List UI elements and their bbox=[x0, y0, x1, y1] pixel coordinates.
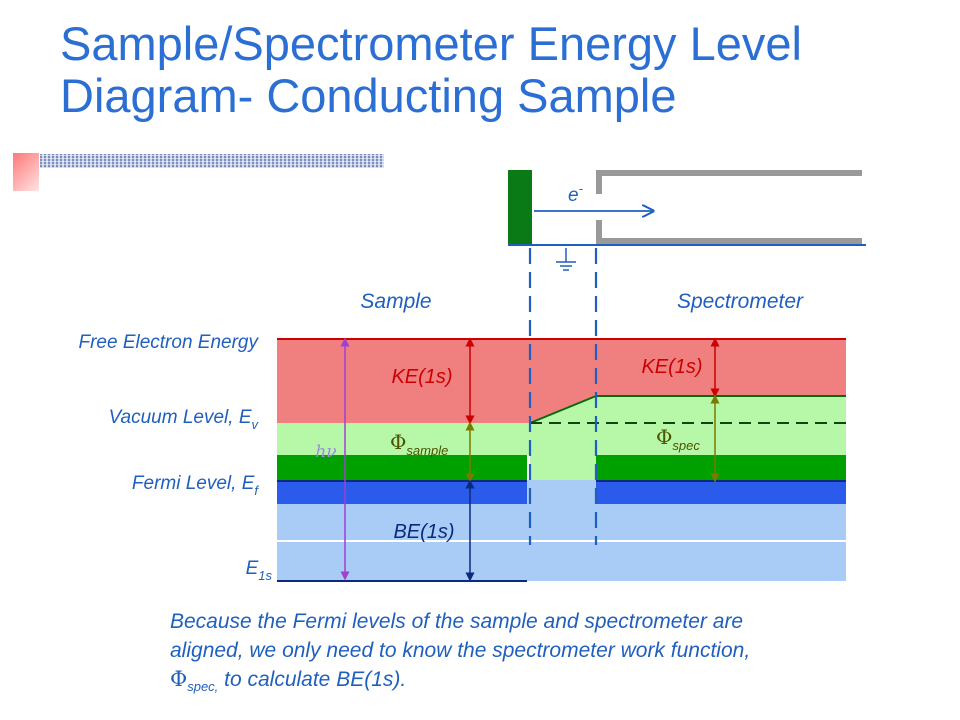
spectrometer-top-wall bbox=[596, 170, 862, 176]
be-label: BE(1s) bbox=[393, 521, 454, 543]
fermi-level-label: Fermi Level, Ef bbox=[132, 473, 259, 498]
spec-work-function-band bbox=[596, 396, 846, 455]
sample-phi-label: Φsample bbox=[390, 430, 448, 458]
vacuum-level-slope bbox=[529, 395, 597, 424]
title-hatched-rule bbox=[40, 154, 384, 168]
caption-phi-subscript: spec, bbox=[187, 679, 219, 694]
explanation-caption: Because the Fermi levels of the sample a… bbox=[170, 607, 900, 701]
sample-plate bbox=[508, 170, 532, 244]
caption-line-3: to calculate BE(1s). bbox=[218, 668, 407, 691]
sample-valence-band bbox=[277, 455, 527, 480]
sample-bands bbox=[277, 338, 530, 582]
spectrometer-slit-upper bbox=[596, 170, 602, 194]
caption-phi-symbol: Φ bbox=[170, 667, 188, 691]
apparatus: e- bbox=[508, 170, 866, 271]
sample-work-function-band bbox=[277, 423, 530, 455]
spectrometer-header: Spectrometer bbox=[677, 290, 804, 313]
sample-header: Sample bbox=[360, 290, 431, 313]
title-line-2: Diagram- Conducting Sample bbox=[60, 69, 677, 122]
spec-fermi-band bbox=[596, 480, 846, 504]
caption-line-2: aligned, we only need to know the spectr… bbox=[170, 639, 751, 662]
hv-label: hν bbox=[315, 442, 336, 462]
page-title: Sample/Spectrometer Energy Level Diagram… bbox=[60, 18, 940, 122]
spec-ke-label: KE(1s) bbox=[641, 356, 702, 378]
title-line-1: Sample/Spectrometer Energy Level bbox=[60, 17, 802, 70]
ground-symbol bbox=[556, 248, 576, 271]
gap-region bbox=[527, 338, 597, 581]
sample-fermi-band bbox=[277, 480, 527, 504]
spec-core-band bbox=[596, 504, 846, 581]
spectrometer-slit-lower bbox=[596, 220, 602, 244]
spec-phi-label: Φspec bbox=[656, 425, 700, 453]
spec-valence-band bbox=[596, 455, 846, 480]
sample-ke-band bbox=[277, 339, 530, 423]
spectrometer-bands bbox=[596, 338, 846, 581]
core-level-label: E1s bbox=[246, 558, 273, 583]
sample-ke-label: KE(1s) bbox=[391, 366, 452, 388]
spec-ke-band bbox=[596, 339, 846, 396]
caption-line-1: Because the Fermi levels of the sample a… bbox=[170, 610, 744, 633]
spectrometer-bottom-wall bbox=[596, 238, 862, 244]
free-electron-energy-label: Free Electron Energy bbox=[78, 332, 259, 353]
vacuum-level-label: Vacuum Level, Ev bbox=[109, 407, 260, 432]
sample-core-band bbox=[277, 504, 527, 581]
title-accent-square bbox=[13, 153, 39, 191]
electron-label: e- bbox=[568, 181, 584, 206]
